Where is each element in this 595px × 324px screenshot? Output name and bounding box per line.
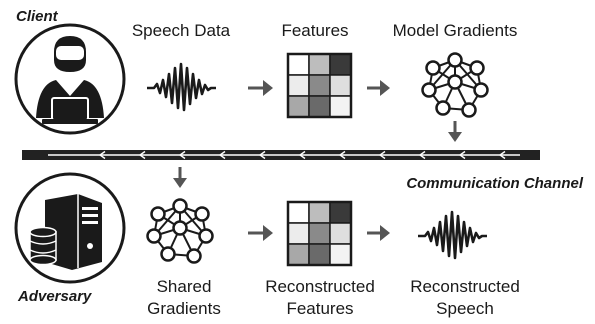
grid-cell bbox=[308, 74, 331, 97]
arrow-right-icon bbox=[367, 80, 390, 96]
reconstructed-speech-label-line1: Reconstructed bbox=[410, 277, 520, 296]
features-label: Features bbox=[281, 21, 348, 40]
network-node bbox=[461, 102, 477, 118]
neural-network-icon bbox=[421, 52, 489, 118]
network-node bbox=[421, 82, 437, 98]
network-node bbox=[447, 74, 463, 90]
grid-cell bbox=[287, 201, 310, 224]
grid-cell bbox=[308, 243, 331, 266]
grid-cell bbox=[308, 222, 331, 245]
network-node bbox=[469, 60, 485, 76]
arrow-right-icon bbox=[248, 80, 273, 96]
waveform-icon bbox=[418, 210, 487, 260]
grid-cell bbox=[329, 95, 352, 118]
neural-network-icon bbox=[146, 198, 214, 264]
grid-cell bbox=[329, 243, 352, 266]
communication-channel-label: Communication Channel bbox=[406, 175, 584, 192]
network-node bbox=[146, 228, 162, 244]
shared-gradients-label-line2: Gradients bbox=[147, 299, 221, 318]
arrow-right-icon bbox=[248, 225, 273, 241]
network-node bbox=[172, 198, 188, 214]
network-node bbox=[160, 246, 176, 262]
network-node bbox=[447, 52, 463, 68]
feature-grid-icon bbox=[286, 200, 353, 267]
client-label: Client bbox=[16, 8, 59, 25]
feature-grid-icon bbox=[286, 52, 353, 119]
grid-cell bbox=[308, 53, 331, 76]
waveform-icon bbox=[147, 62, 216, 112]
reconstructed-speech-label-line2: Speech bbox=[436, 299, 494, 318]
grid-cell bbox=[287, 53, 310, 76]
arrow-down-icon bbox=[173, 167, 187, 188]
network-node bbox=[172, 220, 188, 236]
grid-cell bbox=[329, 201, 352, 224]
network-node bbox=[473, 82, 489, 98]
grid-cell bbox=[329, 74, 352, 97]
reconstructed-features-label-line1: Reconstructed bbox=[265, 277, 375, 296]
network-node bbox=[435, 100, 451, 116]
speech-data-label: Speech Data bbox=[132, 21, 231, 40]
grid-cell bbox=[287, 222, 310, 245]
shared-gradients-label-line1: Shared bbox=[157, 277, 212, 296]
grid-cell bbox=[329, 222, 352, 245]
grid-cell bbox=[308, 201, 331, 224]
grid-cell bbox=[308, 95, 331, 118]
network-node bbox=[186, 248, 202, 264]
network-node bbox=[198, 228, 214, 244]
network-node bbox=[425, 60, 441, 76]
network-node bbox=[194, 206, 210, 222]
grid-cell bbox=[287, 243, 310, 266]
reconstructed-features-label-line2: Features bbox=[286, 299, 353, 318]
communication-channel-bar bbox=[22, 150, 540, 160]
arrow-down-icon bbox=[448, 121, 462, 142]
server-database-icon bbox=[14, 172, 126, 284]
network-node bbox=[150, 206, 166, 222]
grid-cell bbox=[287, 95, 310, 118]
grid-cell bbox=[287, 74, 310, 97]
model-gradients-label: Model Gradients bbox=[393, 21, 518, 40]
person-with-laptop-icon bbox=[14, 23, 126, 135]
adversary-label: Adversary bbox=[17, 288, 92, 305]
grid-cell bbox=[329, 53, 352, 76]
arrow-right-icon bbox=[367, 225, 390, 241]
